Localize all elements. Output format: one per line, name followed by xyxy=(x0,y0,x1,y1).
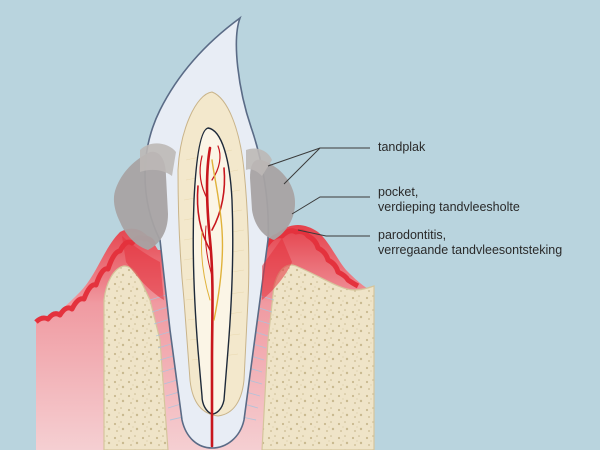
nerve xyxy=(196,145,226,448)
gum-pocket-left xyxy=(122,236,164,300)
label-pocket: pocket, verdieping tandvleesholte xyxy=(378,185,520,214)
plaque xyxy=(113,143,296,250)
bone-right xyxy=(261,264,375,450)
gum-edge-right xyxy=(263,228,360,289)
leader-lines xyxy=(267,147,370,237)
label-periodontitis: parodontitis, verregaande tandvleesontst… xyxy=(378,228,563,257)
gum-pocket-right xyxy=(262,238,292,300)
label-plaque: tandplak xyxy=(378,140,426,154)
